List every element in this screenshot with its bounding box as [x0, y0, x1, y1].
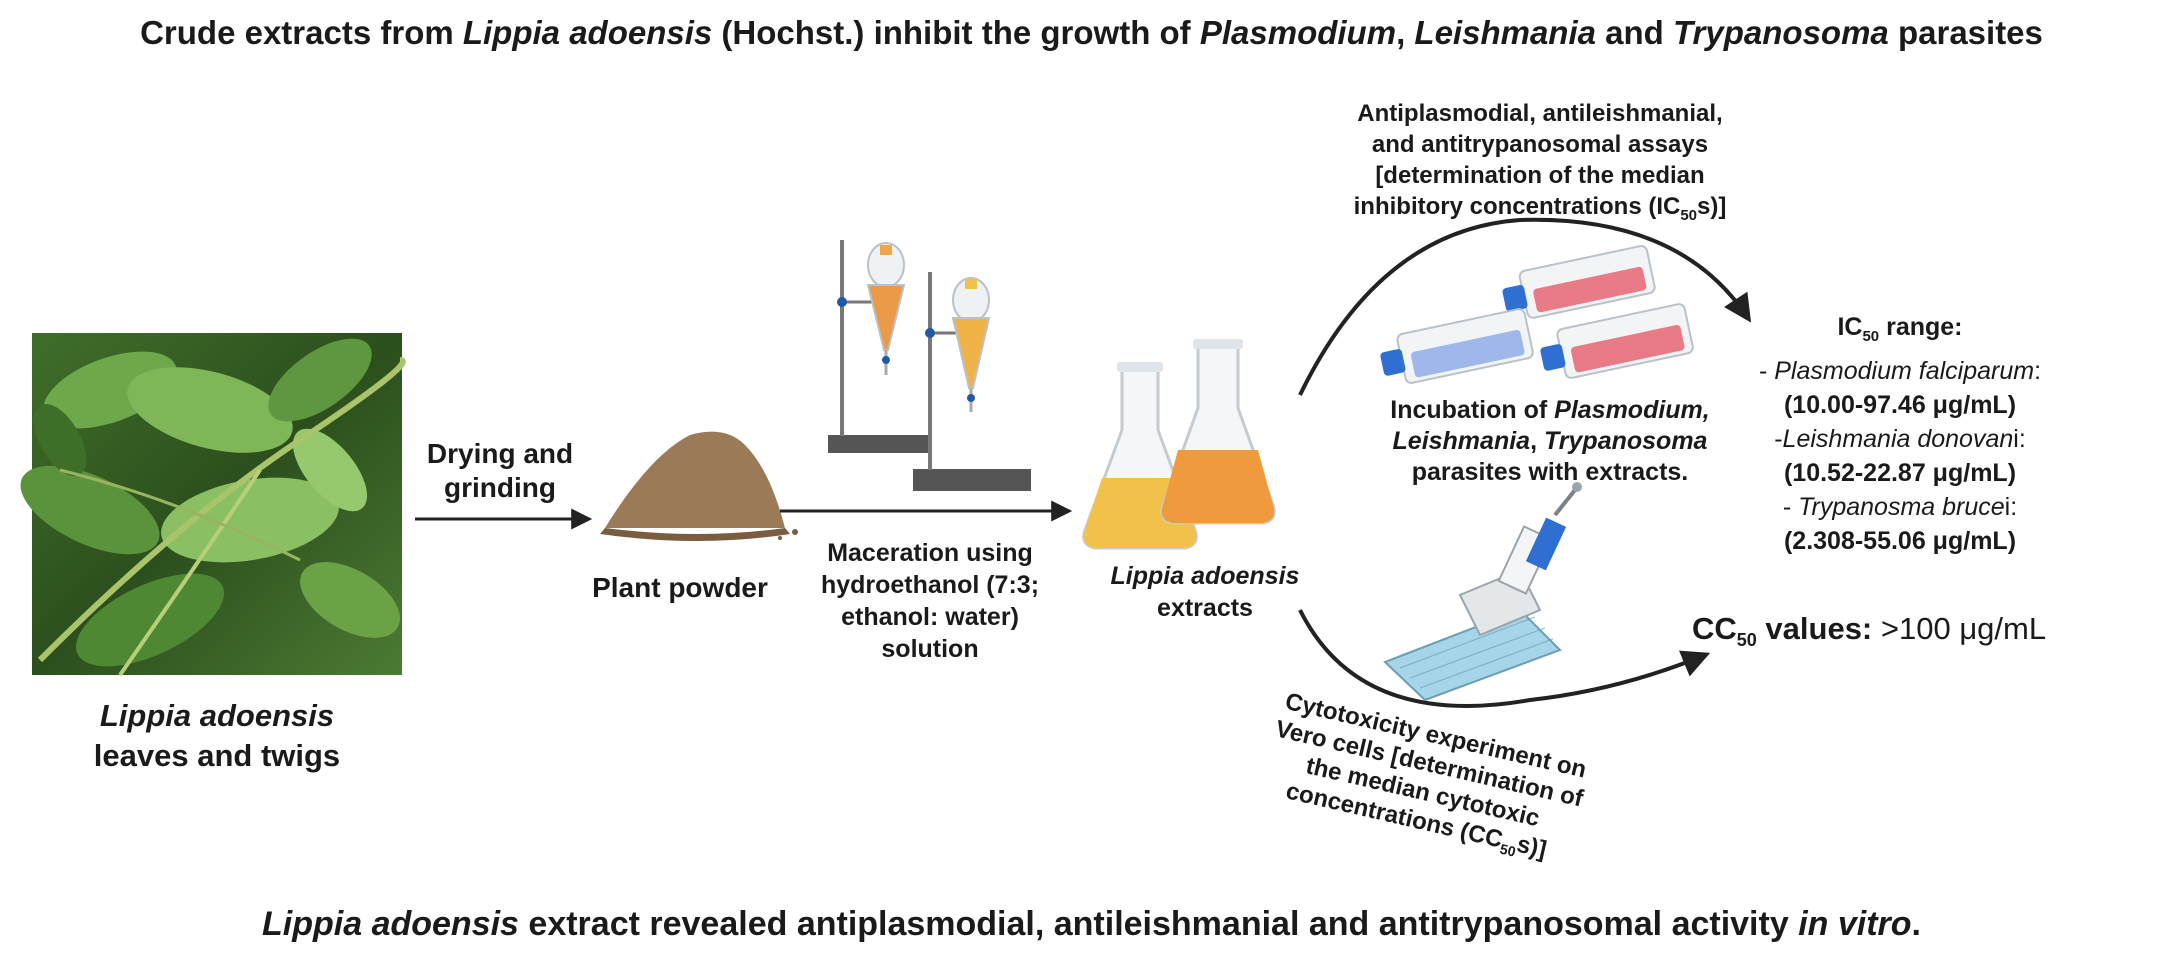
- maceration-line: solution: [881, 635, 979, 663]
- drying-label-line: grinding: [444, 472, 556, 503]
- extracts-word: extracts: [1157, 594, 1253, 622]
- assays-subscript: 50: [1680, 206, 1698, 224]
- ic50-tb: - Trypanosma brucei:: [1735, 490, 2065, 524]
- powder-pile: [600, 431, 798, 541]
- maceration-label: Maceration using hydroethanol (7:3; etha…: [785, 537, 1075, 665]
- cytotox-text: s)]: [1514, 830, 1549, 864]
- ic50-prefix: -: [1758, 357, 1775, 385]
- culture-flask-pink-right: [1540, 303, 1694, 379]
- assays-line: [determination of the median: [1375, 162, 1705, 189]
- ic50-heading-subscript: 50: [1862, 328, 1880, 345]
- funnel-stand-2: [913, 272, 1031, 491]
- assays-text: s)]: [1697, 193, 1727, 220]
- incubation-label: Incubation of Plasmodium, Leishmania, Tr…: [1370, 395, 1730, 488]
- assays-text: inhibitory concentrations (IC: [1353, 193, 1681, 220]
- culture-flask-pink-top: [1502, 245, 1656, 319]
- ic50-species: Leishmania donovan: [1782, 425, 2014, 453]
- ic50-ld: -Leishmania donovani:: [1735, 422, 2065, 456]
- ic50-heading-text: IC: [1837, 313, 1863, 341]
- maceration-line: Maceration using: [827, 539, 1033, 567]
- ic50-ld-range: (10.52-22.87 μg/mL): [1783, 459, 2017, 487]
- conclusion: Lippia adoensis extract revealed antipla…: [0, 905, 2183, 944]
- incubation-text: ,: [1530, 427, 1544, 455]
- ic50-tb-range: (2.308-55.06 μg/mL): [1783, 527, 2017, 555]
- title: Crude extracts from Lippia adoensis (Hoc…: [0, 14, 2183, 52]
- incubation-text: Incubation of: [1390, 396, 1555, 424]
- leaves-caption: Lippia adoensis leaves and twigs: [32, 698, 402, 774]
- cc50-label: values:: [1756, 611, 1881, 646]
- ic50-heading-text: range:: [1879, 313, 1963, 341]
- leaves-caption-species: Lippia adoensis: [99, 698, 335, 733]
- title-species: Lippia adoensis: [462, 14, 713, 51]
- maceration-line: ethanol: water): [841, 603, 1019, 631]
- incubation-line: parasites with extracts.: [1411, 458, 1689, 486]
- flask-orange: [1160, 339, 1276, 525]
- assays-line: and antitrypanosomal assays: [1371, 131, 1709, 158]
- title-text: parasites: [1888, 14, 2043, 51]
- incubation-genus: Trypanosoma: [1543, 427, 1708, 455]
- title-genus-leishmania: Leishmania: [1414, 14, 1596, 51]
- incubation-genus: Plasmodium,: [1554, 396, 1710, 424]
- ic50-suffix: :: [2034, 357, 2042, 385]
- drying-label-line: Drying and: [426, 438, 574, 469]
- ic50-pf-range: (10.00-97.46 μg/mL): [1783, 391, 2017, 419]
- ic50-range: IC50 range: - Plasmodium falciparum: (10…: [1735, 310, 2065, 558]
- ic50-pf: - Plasmodium falciparum:: [1735, 354, 2065, 388]
- incubation-genus: Leishmania: [1392, 427, 1531, 455]
- drying-label: Drying and grinding: [405, 437, 595, 505]
- ic50-species: Trypanosma bruce: [1798, 493, 2005, 521]
- title-text: ,: [1396, 14, 1415, 51]
- conclusion-text: .: [1911, 905, 1921, 943]
- funnel-stand-1: [828, 240, 928, 453]
- conclusion-in-vitro: in vitro: [1798, 905, 1912, 943]
- ic50-suffix: i:: [2013, 425, 2026, 453]
- incubation-line: Incubation of Plasmodium,: [1370, 395, 1730, 426]
- incubation-line: Leishmania, Trypanosoma: [1370, 426, 1730, 457]
- leaves-photo: [20, 333, 406, 677]
- title-genus-trypanosoma: Trypanosoma: [1673, 14, 1889, 51]
- culture-flask-blue: [1380, 308, 1534, 384]
- arrow-to-cc50: [1298, 609, 1711, 708]
- assays-label: Antiplasmodial, antileishmanial, and ant…: [1300, 98, 1780, 231]
- plant-powder-label: Plant powder: [592, 572, 768, 603]
- ic50-prefix: -: [1782, 493, 1799, 521]
- arrow-to-ic50: [1298, 217, 1752, 396]
- conclusion-species: Lippia adoensis: [262, 905, 519, 943]
- ic50-heading: IC50 range:: [1735, 310, 2065, 354]
- title-text: and: [1595, 14, 1673, 51]
- maceration-line: hydroethanol (7:3;: [820, 571, 1040, 599]
- title-genus-plasmodium: Plasmodium: [1199, 14, 1397, 51]
- leaves-caption-desc: leaves and twigs: [93, 738, 341, 773]
- title-text: Crude extracts from: [140, 14, 463, 51]
- ic50-prefix: -: [1774, 425, 1783, 453]
- cc50-values: CC50 values: >100 μg/mL: [1692, 611, 2046, 651]
- ic50-suffix: i:: [2004, 493, 2018, 521]
- ic50-species: Plasmodium falciparum: [1774, 357, 2035, 385]
- cc50-value: >100 μg/mL: [1880, 611, 2047, 646]
- pipette-and-plate: [1383, 482, 1582, 702]
- cc50-label: CC: [1692, 611, 1737, 646]
- assays-line: Antiplasmodial, antileishmanial,: [1357, 100, 1723, 127]
- cc50-label-subscript: 50: [1736, 630, 1757, 651]
- title-text: (Hochst.) inhibit the growth of: [712, 14, 1200, 51]
- assays-line: inhibitory concentrations (IC50s)]: [1300, 191, 1780, 231]
- extracts-species: Lippia adoensis: [1110, 562, 1300, 590]
- conclusion-text: extract revealed antiplasmodial, antilei…: [518, 905, 1799, 943]
- extracts-label: Lippia adoensis extracts: [1080, 560, 1330, 624]
